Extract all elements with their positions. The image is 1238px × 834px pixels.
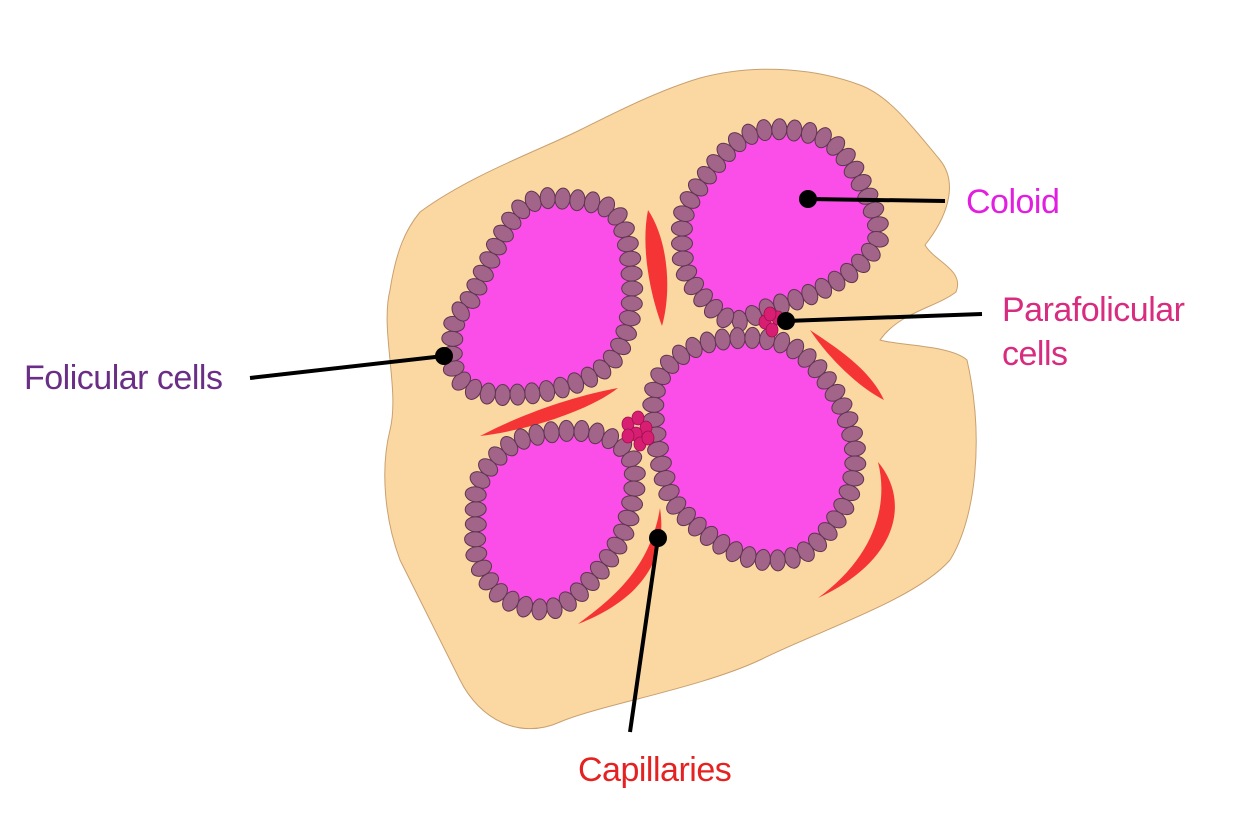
follicle	[464, 419, 646, 621]
leader-line	[628, 537, 660, 733]
follicular-cell	[494, 384, 511, 406]
capillary	[818, 462, 895, 598]
leader-line	[785, 312, 983, 323]
leader-coloid	[799, 190, 946, 208]
leader-capillaries	[628, 529, 667, 733]
label-parafollicular-line2: cells	[1002, 335, 1068, 373]
leader-parafollicular	[777, 312, 983, 330]
parafollicular-cell	[621, 428, 635, 444]
capillary	[578, 508, 662, 624]
capillaries-group	[480, 210, 895, 624]
leader-line	[249, 354, 445, 380]
leader-follicular	[249, 347, 453, 380]
follicular-cell	[464, 486, 487, 503]
label-coloid: Coloid	[966, 183, 1060, 221]
follicular-cell	[642, 396, 665, 413]
leader-dot	[777, 312, 795, 330]
follicular-cell	[451, 301, 470, 322]
follicular-cell	[621, 280, 644, 297]
colloid	[653, 337, 856, 561]
follicular-cell	[671, 235, 693, 252]
follicle	[670, 118, 889, 332]
follicular-cell	[673, 205, 695, 222]
follicle	[440, 187, 644, 406]
follicular-cell	[670, 220, 693, 237]
parafollicular-cell	[763, 306, 777, 322]
capillary	[480, 388, 618, 436]
label-parafollicular-line1: Parafolicular	[1002, 291, 1185, 329]
parafollicular-cell	[631, 410, 645, 426]
follicular-cell	[771, 118, 788, 141]
capillary	[645, 210, 668, 326]
leader-lines-group	[249, 190, 983, 733]
follicle	[642, 326, 867, 572]
label-parafollicular-cells: Parafolicular cells	[1002, 288, 1185, 376]
leader-dot	[799, 190, 817, 208]
label-capillaries: Capillaries	[578, 751, 732, 789]
follicular-cell	[464, 516, 487, 533]
leader-dot	[435, 347, 453, 365]
leader-dot	[649, 529, 667, 547]
follicular-cell	[744, 326, 761, 349]
parafollicular-cell	[765, 322, 779, 338]
capillary	[810, 330, 884, 400]
follicles-group	[440, 118, 889, 621]
parafollicular-cells-group	[621, 306, 785, 452]
follicular-cell	[464, 531, 487, 548]
follicular-cell	[729, 327, 746, 350]
label-follicular-cells: Folicular cells	[24, 359, 223, 397]
leader-line	[807, 197, 946, 203]
parafollicular-cell	[641, 430, 655, 446]
follicular-cell	[558, 419, 575, 442]
